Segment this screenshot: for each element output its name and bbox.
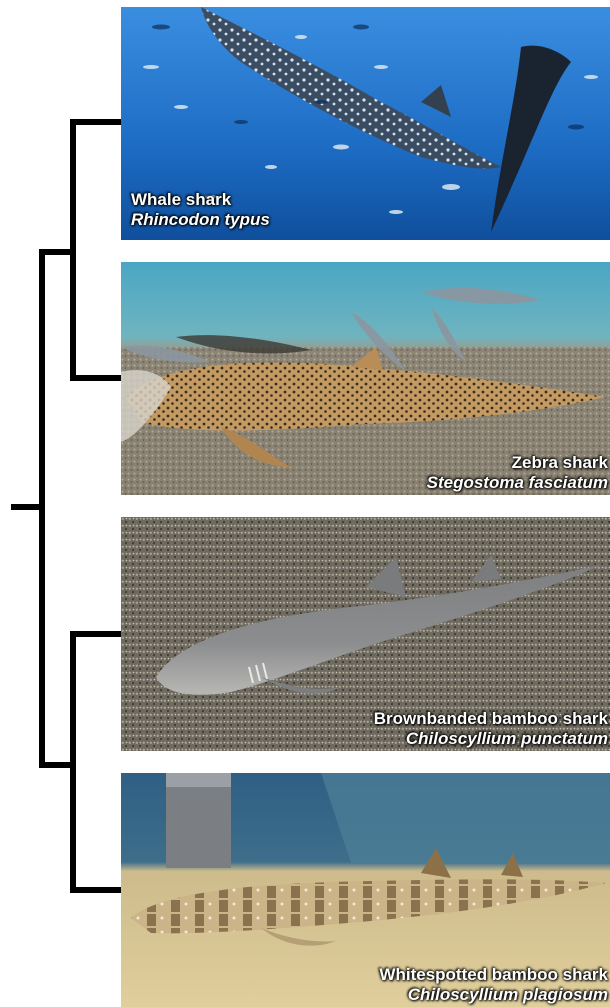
whitespotted-bamboo-shark-photo-panel: Whitespotted bamboo shark Chiloscyllium … — [121, 773, 610, 1007]
zebra-shark-label: Zebra shark Stegostoma fasciatum — [427, 453, 608, 493]
whale-shark-common-name: Whale shark — [131, 190, 270, 210]
brownbanded-bamboo-shark-scientific-name: Chiloscyllium punctatum — [374, 729, 608, 749]
zebra-shark-photo-panel: Zebra shark Stegostoma fasciatum — [121, 262, 610, 495]
whale-shark-photo-panel: Whale shark Rhincodon typus — [121, 7, 610, 240]
whale-shark-scientific-name: Rhincodon typus — [131, 210, 270, 230]
whitespotted-bamboo-shark-common-name: Whitespotted bamboo shark — [379, 965, 608, 985]
whale-shark-label: Whale shark Rhincodon typus — [131, 190, 270, 230]
whitespotted-bamboo-shark-label: Whitespotted bamboo shark Chiloscyllium … — [379, 965, 608, 1005]
whitespotted-bamboo-shark-scientific-name: Chiloscyllium plagiosum — [379, 985, 608, 1005]
brownbanded-bamboo-shark-photo-panel: Brownbanded bamboo shark Chiloscyllium p… — [121, 517, 610, 751]
phylogenetic-tree — [0, 0, 130, 1007]
zebra-shark-scientific-name: Stegostoma fasciatum — [427, 473, 608, 493]
brownbanded-bamboo-shark-label: Brownbanded bamboo shark Chiloscyllium p… — [374, 709, 608, 749]
brownbanded-bamboo-shark-common-name: Brownbanded bamboo shark — [374, 709, 608, 729]
zebra-shark-common-name: Zebra shark — [427, 453, 608, 473]
